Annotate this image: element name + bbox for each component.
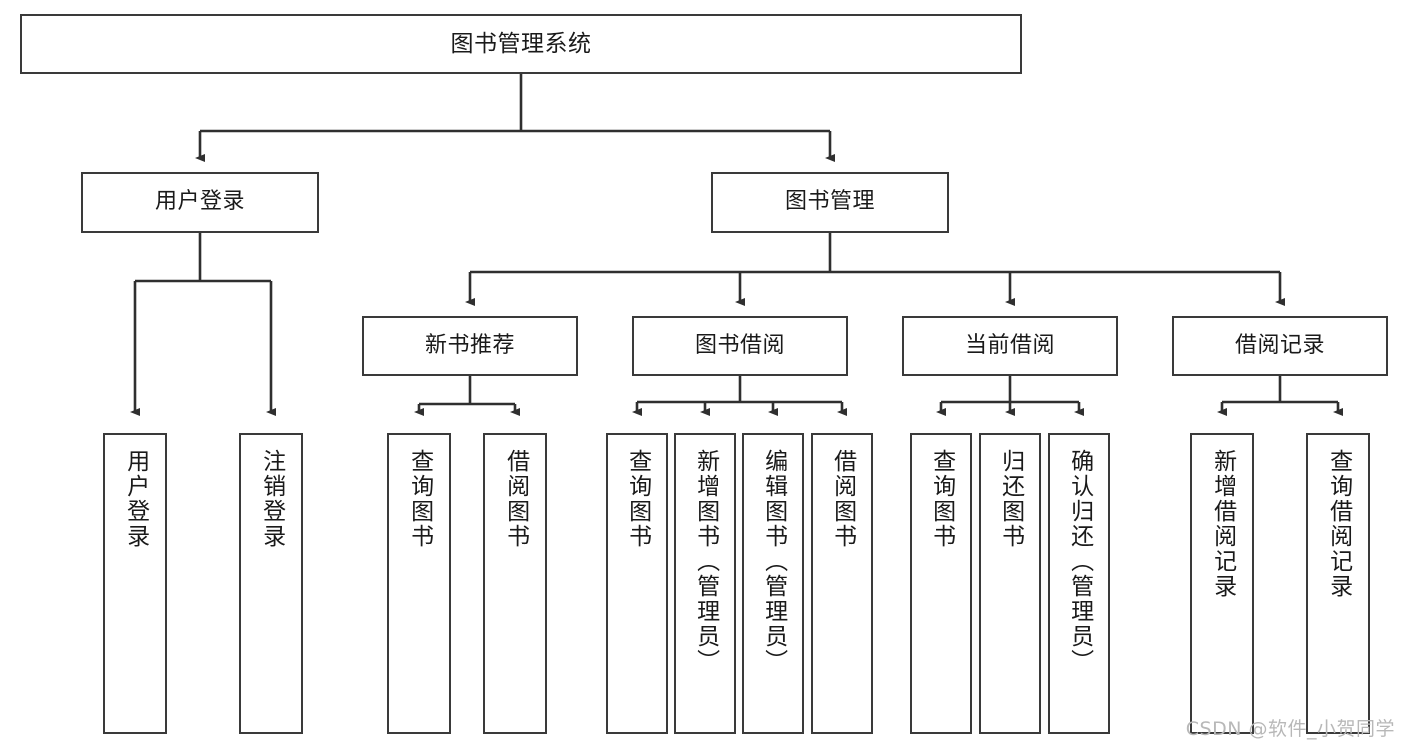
node-user-login[interactable]: 用户登录 <box>81 172 319 233</box>
leaf-book-borrow-query-label: 查询图书 <box>624 449 651 549</box>
node-book-management-label: 图书管理 <box>784 189 875 215</box>
node-borrow-record-label: 借阅记录 <box>1234 332 1325 358</box>
node-new-book-recommend-label: 新书推荐 <box>424 332 515 358</box>
leaf-new-book-borrow[interactable]: 借阅图书 <box>483 433 547 734</box>
leaf-current-borrow-query[interactable]: 查询图书 <box>910 433 972 734</box>
leaf-book-borrow-lend-label: 借阅图书 <box>829 449 856 549</box>
leaf-current-borrow-query-label: 查询图书 <box>928 449 955 549</box>
leaf-book-borrow-query[interactable]: 查询图书 <box>606 433 668 734</box>
node-borrow-record[interactable]: 借阅记录 <box>1172 316 1388 376</box>
leaf-user-login-signout[interactable]: 注销登录 <box>239 433 303 734</box>
leaf-book-borrow-edit-label: 编辑图书（管理员） <box>760 449 787 674</box>
leaf-book-borrow-add[interactable]: 新增图书（管理员） <box>674 433 736 734</box>
node-new-book-recommend[interactable]: 新书推荐 <box>362 316 578 376</box>
leaf-book-borrow-lend[interactable]: 借阅图书 <box>811 433 873 734</box>
leaf-current-borrow-confirm[interactable]: 确认归还（管理员） <box>1048 433 1110 734</box>
leaf-user-login-signout-label: 注销登录 <box>258 449 285 549</box>
node-book-borrow[interactable]: 图书借阅 <box>632 316 848 376</box>
node-user-login-label: 用户登录 <box>154 189 245 215</box>
leaf-new-book-query[interactable]: 查询图书 <box>387 433 451 734</box>
node-root-system-label: 图书管理系统 <box>450 30 592 57</box>
leaf-current-borrow-return-label: 归还图书 <box>997 449 1024 549</box>
leaf-book-borrow-edit[interactable]: 编辑图书（管理员） <box>742 433 804 734</box>
leaf-borrow-record-add[interactable]: 新增借阅记录 <box>1190 433 1254 734</box>
leaf-new-book-query-label: 查询图书 <box>406 449 433 549</box>
leaf-borrow-record-query[interactable]: 查询借阅记录 <box>1306 433 1370 734</box>
leaf-current-borrow-return[interactable]: 归还图书 <box>979 433 1041 734</box>
leaf-current-borrow-confirm-label: 确认归还（管理员） <box>1066 449 1093 674</box>
watermark-text: CSDN @软件_小贺同学 <box>1185 718 1395 740</box>
leaf-user-login-signin[interactable]: 用户登录 <box>103 433 167 734</box>
node-root-system[interactable]: 图书管理系统 <box>20 14 1022 74</box>
node-book-management[interactable]: 图书管理 <box>711 172 949 233</box>
node-book-borrow-label: 图书借阅 <box>694 332 785 358</box>
leaf-book-borrow-add-label: 新增图书（管理员） <box>692 449 719 674</box>
node-current-borrow[interactable]: 当前借阅 <box>902 316 1118 376</box>
node-current-borrow-label: 当前借阅 <box>964 332 1055 358</box>
leaf-new-book-borrow-label: 借阅图书 <box>502 449 529 549</box>
leaf-borrow-record-add-label: 新增借阅记录 <box>1209 449 1236 599</box>
leaf-borrow-record-query-label: 查询借阅记录 <box>1325 449 1352 599</box>
leaf-user-login-signin-label: 用户登录 <box>122 449 149 549</box>
